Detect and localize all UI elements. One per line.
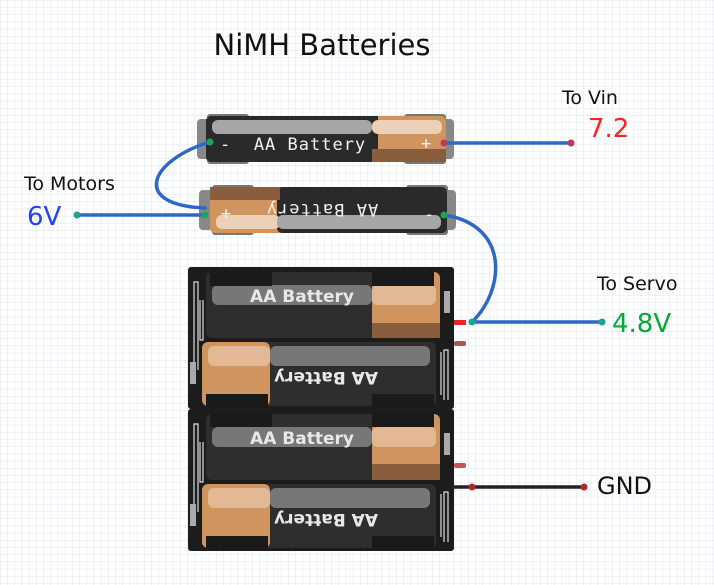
connector-endpoint[interactable] bbox=[468, 483, 476, 491]
spring-contact bbox=[193, 423, 204, 512]
wire-series-link[interactable] bbox=[154, 140, 212, 210]
to-vin-label: To Vin bbox=[561, 87, 618, 109]
cell-highlight bbox=[270, 346, 430, 366]
battery-pos-cap bbox=[199, 190, 213, 230]
battery-shade bbox=[372, 149, 446, 162]
battery-label: AA Battery bbox=[254, 135, 366, 155]
connector-endpoint[interactable] bbox=[73, 211, 81, 219]
battery-highlight bbox=[216, 215, 280, 229]
terminal-plate bbox=[444, 433, 450, 455]
connector-endpoint[interactable] bbox=[201, 211, 209, 219]
cell-highlight bbox=[372, 285, 436, 305]
motors-voltage: 6V bbox=[27, 202, 62, 232]
holder-tab bbox=[210, 413, 272, 427]
connector-endpoint[interactable] bbox=[468, 318, 476, 326]
connector-endpoint[interactable] bbox=[567, 139, 575, 147]
holder-tab bbox=[372, 272, 434, 286]
battery-neg-symbol: - bbox=[424, 205, 435, 225]
connector-endpoint[interactable] bbox=[580, 483, 588, 491]
cell-highlight bbox=[372, 427, 436, 447]
vin-voltage: 7.2 bbox=[588, 114, 629, 144]
holder-lead[interactable] bbox=[454, 341, 466, 346]
single-battery-2[interactable]: AA Battery + - bbox=[199, 185, 456, 235]
battery-holder-2[interactable]: AA Battery AA Battery bbox=[188, 409, 466, 551]
spring-contact bbox=[440, 491, 449, 542]
diagram-title: NiMH Batteries bbox=[214, 28, 431, 62]
holder-tab bbox=[372, 413, 434, 427]
battery-pos-symbol: + bbox=[421, 134, 432, 154]
holder-tab bbox=[206, 536, 268, 548]
battery-pos-symbol: + bbox=[221, 204, 232, 224]
battery-highlight bbox=[212, 120, 372, 134]
holder-lead[interactable] bbox=[454, 463, 466, 468]
terminal-plate bbox=[444, 291, 450, 313]
cell-shade bbox=[372, 323, 440, 338]
cell-label: AA Battery bbox=[274, 509, 378, 529]
wire-battery-to-holder[interactable] bbox=[442, 213, 498, 324]
cell-highlight bbox=[212, 285, 372, 305]
cell-label: AA Battery bbox=[274, 367, 378, 387]
servo-voltage: 4.8V bbox=[612, 309, 671, 339]
spring-contact bbox=[193, 281, 204, 370]
connector-endpoint[interactable] bbox=[206, 138, 214, 146]
connector-endpoint[interactable] bbox=[598, 318, 606, 326]
cell-highlight bbox=[208, 488, 270, 508]
connector-endpoint[interactable] bbox=[440, 211, 448, 219]
to-servo-label: To Servo bbox=[596, 273, 677, 295]
connector-endpoint[interactable] bbox=[440, 139, 448, 147]
terminal-plate bbox=[190, 362, 196, 384]
battery-label: AA Battery bbox=[266, 199, 378, 219]
gnd-label: GND bbox=[597, 472, 652, 500]
cell-highlight bbox=[270, 488, 430, 508]
holder-tab bbox=[210, 272, 272, 286]
to-motors-label: To Motors bbox=[23, 173, 115, 195]
holder-tab bbox=[372, 536, 434, 548]
spring-contact bbox=[440, 349, 449, 400]
cell-label: AA Battery bbox=[250, 429, 354, 449]
holder-lead-red[interactable] bbox=[454, 320, 466, 325]
terminal-plate bbox=[190, 504, 196, 526]
holder-tab bbox=[206, 394, 268, 406]
battery-highlight bbox=[277, 215, 441, 229]
battery-highlight bbox=[372, 120, 442, 134]
cell-shade bbox=[372, 464, 440, 480]
single-battery-1[interactable]: - AA Battery + bbox=[197, 114, 454, 164]
battery-neg-symbol: - bbox=[220, 135, 231, 155]
cell-highlight bbox=[212, 427, 372, 447]
battery-shade bbox=[210, 187, 280, 200]
cell-highlight bbox=[208, 346, 270, 366]
holder-tab bbox=[372, 394, 434, 406]
battery-holder-1[interactable]: AA Battery AA Battery bbox=[188, 267, 466, 409]
cell-label: AA Battery bbox=[250, 287, 354, 307]
